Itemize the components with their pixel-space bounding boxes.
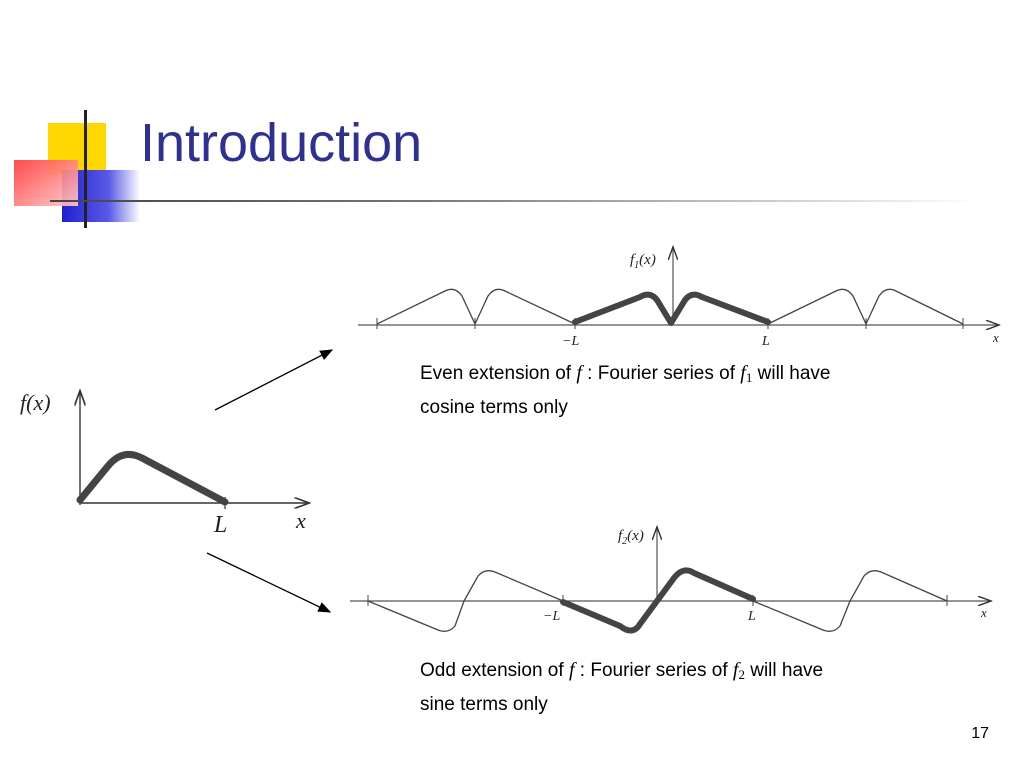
odd-curve-main	[560, 567, 756, 634]
arrow-to-odd	[206, 552, 332, 613]
odd-curve-periodic	[752, 570, 948, 632]
source-L-label: L	[213, 512, 227, 538]
title-decoration	[14, 110, 140, 228]
odd-minus-L-label: −L	[543, 609, 560, 624]
even-caption: Even extension of f : Fourier series of …	[420, 362, 831, 418]
odd-curve-periodic	[367, 570, 564, 632]
even-minus-L-label: −L	[562, 334, 579, 349]
arrow-to-even	[214, 349, 334, 411]
deco-red-square	[14, 160, 78, 206]
source-graph: f(x) x L	[20, 390, 308, 538]
source-curve	[76, 450, 229, 506]
even-x-label: x	[992, 330, 999, 345]
even-curve-main	[572, 291, 771, 326]
title-underline	[50, 200, 980, 202]
odd-extension-graph: f2(x) −L L x	[350, 528, 990, 634]
even-curve-periodic	[376, 288, 576, 326]
slide-title: Introduction	[140, 113, 423, 173]
odd-y-label: f2(x)	[618, 528, 644, 547]
source-x-label: x	[295, 508, 306, 533]
deco-vertical-bar	[84, 110, 87, 228]
even-L-label: L	[761, 334, 770, 349]
odd-x-label: x	[980, 605, 987, 620]
odd-L-label: L	[747, 609, 756, 624]
even-curve-periodic	[767, 288, 964, 326]
source-y-label: f(x)	[20, 390, 51, 415]
even-y-label: f1(x)	[630, 252, 656, 271]
even-extension-graph: f1(x) −L L x	[358, 248, 999, 349]
page-number: 17	[971, 725, 989, 742]
odd-caption: Odd extension of f : Fourier series of f…	[420, 659, 824, 715]
